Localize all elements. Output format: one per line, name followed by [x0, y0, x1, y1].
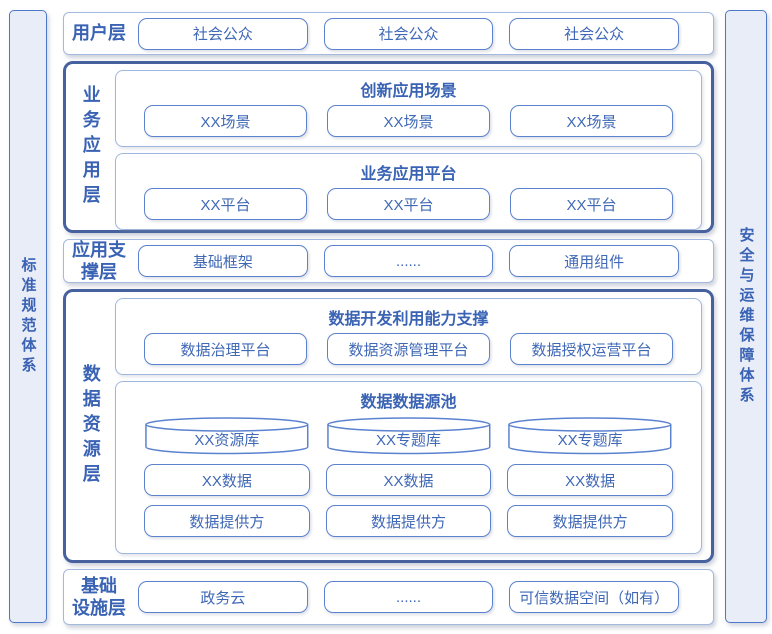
cylinder-row: XX资源库 XX专题库 — [144, 416, 673, 455]
data-governance-platform-box: 数据治理平台 — [144, 333, 307, 365]
xx-data-box: XX数据 — [507, 464, 674, 496]
standards-system-sidebar: 标准规范体系 — [9, 10, 47, 623]
standards-system-label: 标准规范体系 — [19, 256, 37, 377]
social-public-box: 社会公众 — [138, 17, 308, 50]
data-auth-ops-platform-box: 数据授权运营平台 — [510, 333, 673, 365]
data-panels: 数据开发利用能力支撑 数据治理平台 数据资源管理平台 数据授权运营平台 数据数据… — [115, 292, 711, 560]
security-ops-label: 安全与运维保障体系 — [737, 226, 755, 407]
layer-user: 用户层 社会公众 社会公众 社会公众 — [63, 12, 714, 55]
panel-data-pool-title: 数据数据源池 — [360, 394, 457, 411]
user-boxes-row: 社会公众 社会公众 社会公众 — [134, 13, 713, 54]
panel-business-platform-title: 业务应用平台 — [360, 166, 457, 183]
layer-business-application: 业务应用层 创新应用场景 XX场景 XX场景 XX场景 业务应用平台 XX平台 … — [63, 61, 714, 233]
gov-cloud-box: 政务云 — [138, 581, 308, 613]
xx-scenario-box: XX场景 — [327, 105, 490, 137]
data-pool-rows: XX资源库 XX专题库 — [144, 416, 674, 544]
data-provider-box: 数据提供方 — [507, 505, 674, 537]
platform-boxes-row: XX平台 XX平台 XX平台 — [144, 188, 673, 220]
layer-data-label: 数据资源层 — [80, 363, 101, 489]
xx-platform-box: XX平台 — [510, 188, 673, 220]
data-resource-mgmt-platform-box: 数据资源管理平台 — [327, 333, 490, 365]
cylinder-label: XX专题库 — [376, 431, 442, 449]
panel-data-capability-title: 数据开发利用能力支撑 — [328, 311, 489, 328]
data-capability-boxes-row: 数据治理平台 数据资源管理平台 数据授权运营平台 — [144, 333, 673, 365]
business-panels: 创新应用场景 XX场景 XX场景 XX场景 业务应用平台 XX平台 XX平台 X… — [115, 64, 711, 230]
ellipsis-box: ...... — [323, 581, 494, 613]
common-components-box: 通用组件 — [509, 245, 680, 277]
layer-stack: 用户层 社会公众 社会公众 社会公众 业务应用层 创新应用场景 XX场景 XX场… — [63, 12, 714, 625]
xx-platform-box: XX平台 — [144, 188, 307, 220]
data-provider-box: 数据提供方 — [325, 505, 492, 537]
xx-data-row: XX数据 XX数据 XX数据 — [144, 464, 674, 496]
layer-business-label: 业务应用层 — [80, 84, 101, 210]
social-public-box: 社会公众 — [323, 17, 494, 50]
xx-data-box: XX数据 — [325, 464, 492, 496]
ellipsis-box: ...... — [323, 245, 494, 277]
xx-scenario-box: XX场景 — [510, 105, 673, 137]
support-boxes-row: 基础框架 ...... 通用组件 — [134, 240, 713, 282]
panel-innovation-title: 创新应用场景 — [360, 83, 457, 100]
xx-topic-db-cylinder: XX专题库 — [326, 416, 492, 455]
layer-application-support: 应用支 撑层 基础框架 ...... 通用组件 — [63, 239, 714, 283]
xx-resource-db-cylinder: XX资源库 — [144, 416, 310, 455]
scenario-boxes-row: XX场景 XX场景 XX场景 — [144, 105, 673, 137]
layer-user-label: 用户层 — [72, 23, 126, 44]
database-cylinder-icon — [507, 416, 673, 455]
xx-scenario-box: XX场景 — [144, 105, 307, 137]
database-cylinder-icon — [144, 416, 310, 455]
xx-data-box: XX数据 — [144, 464, 310, 496]
base-framework-box: 基础框架 — [138, 245, 308, 277]
panel-data-capability: 数据开发利用能力支撑 数据治理平台 数据资源管理平台 数据授权运营平台 — [115, 298, 702, 375]
data-provider-row: 数据提供方 数据提供方 数据提供方 — [144, 505, 674, 537]
xx-topic-db-cylinder: XX专题库 — [507, 416, 673, 455]
layer-infra-label: 基础 设施层 — [72, 575, 126, 619]
layer-data-resource: 数据资源层 数据开发利用能力支撑 数据治理平台 数据资源管理平台 数据授权运营平… — [63, 289, 714, 563]
trusted-data-space-box: 可信数据空间（如有） — [509, 581, 680, 613]
panel-data-source-pool: 数据数据源池 XX资源库 — [115, 381, 702, 554]
layer-infrastructure: 基础 设施层 政务云 ...... 可信数据空间（如有） — [63, 569, 714, 625]
cylinder-label: XX专题库 — [557, 431, 623, 449]
social-public-box: 社会公众 — [509, 17, 680, 50]
database-cylinder-icon — [326, 416, 492, 455]
layer-support-label: 应用支 撑层 — [72, 239, 126, 283]
xx-platform-box: XX平台 — [327, 188, 490, 220]
panel-innovation-scenarios: 创新应用场景 XX场景 XX场景 XX场景 — [115, 70, 702, 147]
security-ops-sidebar: 安全与运维保障体系 — [725, 10, 767, 623]
infra-boxes-row: 政务云 ...... 可信数据空间（如有） — [134, 570, 713, 624]
data-provider-box: 数据提供方 — [144, 505, 310, 537]
panel-business-platform: 业务应用平台 XX平台 XX平台 XX平台 — [115, 153, 702, 230]
cylinder-label: XX资源库 — [194, 431, 260, 449]
